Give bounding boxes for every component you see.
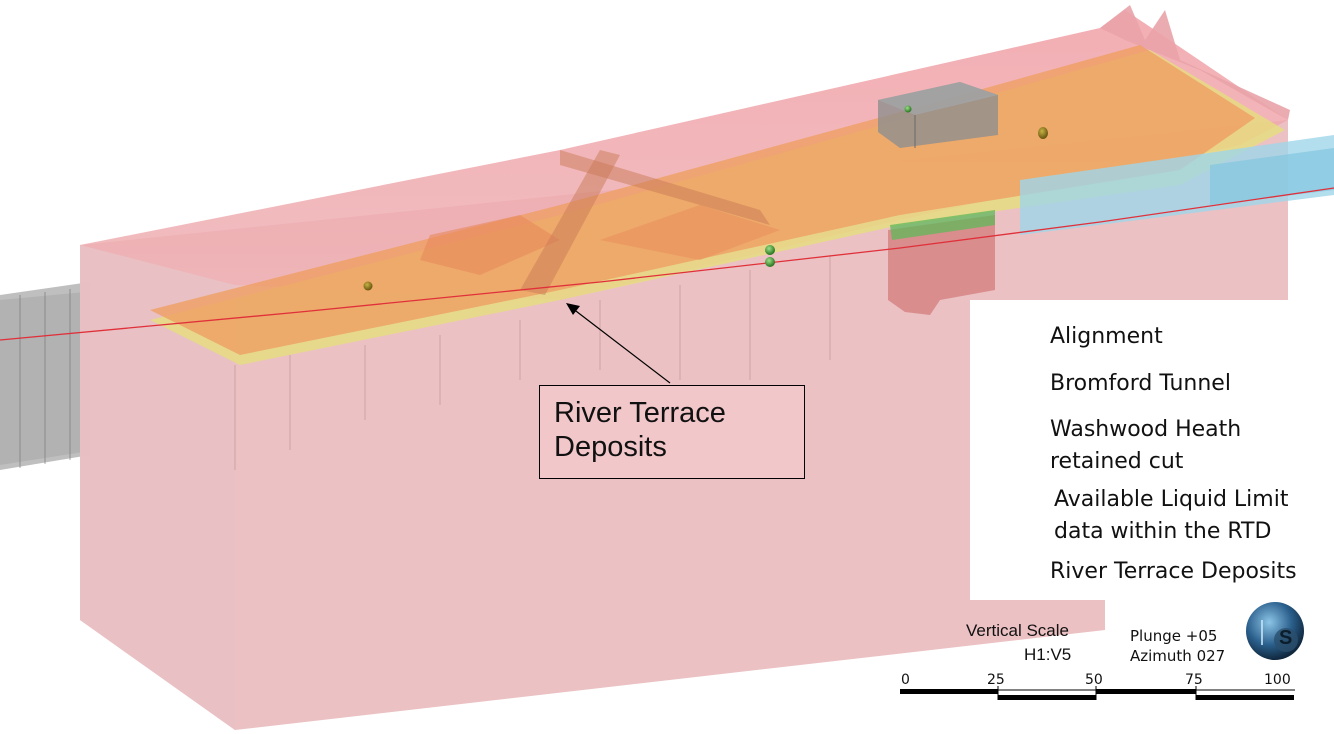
scale-tick-50: 50 xyxy=(1085,672,1103,688)
scale-tick-75: 75 xyxy=(1185,672,1203,688)
vertical-scale-value: H1:V5 xyxy=(1024,645,1072,664)
scale-tick-0: 0 xyxy=(901,672,910,688)
model-section-lines xyxy=(234,255,831,470)
legend-label-retained-cut: Washwood Heath retained cut xyxy=(1050,417,1242,474)
scale-tick-100: 100 xyxy=(1264,672,1291,688)
bromford-tunnel xyxy=(1020,135,1334,235)
liquid-limit-points xyxy=(363,105,1048,291)
legend: Alignment Bromford Tunnel Washwood Heath… xyxy=(970,300,1334,600)
legend-label-river-terrace: River Terrace Deposits xyxy=(1050,559,1297,584)
vertical-scale-title: Vertical Scale xyxy=(966,621,1069,640)
river-terrace-deposits-callout: River Terrace Deposits xyxy=(539,385,805,479)
logo-letter: S xyxy=(1279,627,1293,649)
callout-arrow xyxy=(566,303,671,384)
legend-label-liquid-limit: Available Liquid Limit data within the R… xyxy=(1054,487,1289,544)
legend-label-bromford-tunnel: Bromford Tunnel xyxy=(1050,371,1231,396)
plunge-label: Plunge +05 xyxy=(1130,627,1218,645)
scale-bar xyxy=(900,686,1295,700)
retained-cut-lower xyxy=(888,210,995,315)
scale-tick-25: 25 xyxy=(987,672,1005,688)
callout-text: River Terrace Deposits xyxy=(554,397,726,463)
alignment-line xyxy=(0,187,1334,341)
azimuth-label: Azimuth 027 xyxy=(1130,647,1226,665)
legend-label-alignment: Alignment xyxy=(1050,324,1163,349)
s-logo-icon xyxy=(1246,602,1304,660)
